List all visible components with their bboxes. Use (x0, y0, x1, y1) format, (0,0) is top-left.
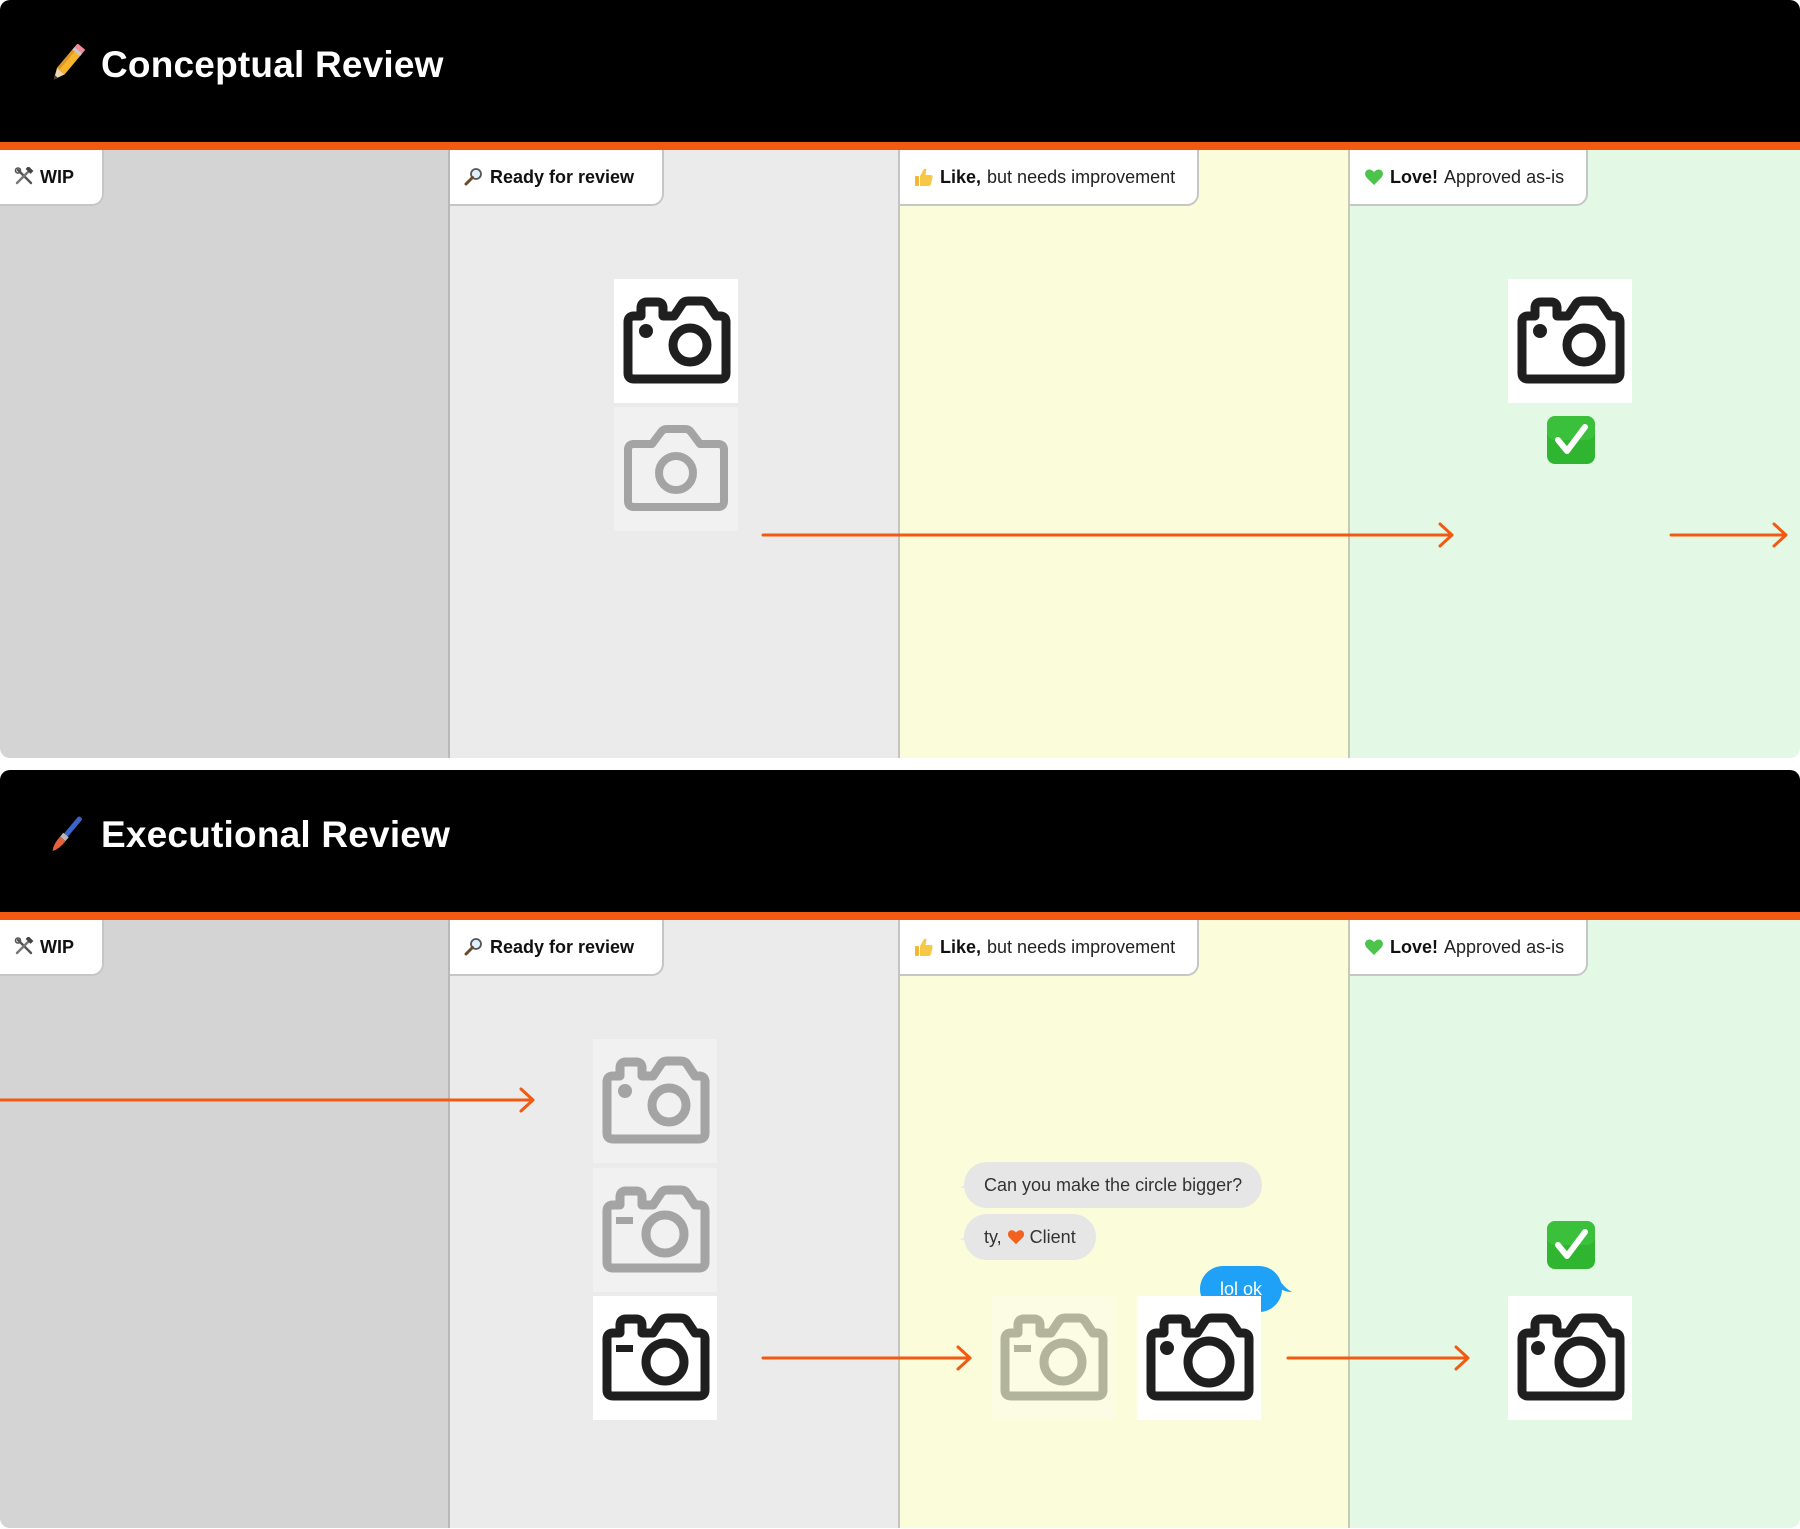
design-card-camera-faded[interactable] (614, 407, 738, 531)
lane-wip: WIP (0, 920, 450, 1528)
lane-tab-love[interactable]: Love! Approved as-is (1350, 920, 1589, 976)
lane-love-approved: Love! Approved as-is (1350, 920, 1800, 1528)
lane-tab-bold: WIP (40, 936, 74, 957)
flow-arrow (761, 1345, 972, 1371)
flow-arrow (761, 522, 1454, 548)
conceptual-review-section: Conceptual Review WIP (0, 0, 1800, 758)
flow-arrow-out (1669, 522, 1788, 548)
camera-icon (614, 407, 738, 531)
lane-tab-love[interactable]: Love! Approved as-is (1350, 150, 1589, 206)
design-card-camera-revised[interactable] (1137, 1296, 1261, 1420)
section-banner: Conceptual Review (0, 0, 1800, 142)
lane-tab-ready-for-review[interactable]: Ready for review (450, 150, 665, 206)
chat-bubble-text: Can you make the circle bigger? (984, 1174, 1243, 1195)
lane-tab-bold: Ready for review (490, 166, 635, 187)
lane-love-approved: Love! Approved as-is (1350, 150, 1800, 758)
flow-arrow (1286, 1345, 1470, 1371)
executional-review-section: Executional Review WIP (0, 770, 1800, 1528)
lane-tab-bold: Love! (1390, 166, 1439, 187)
thumbs-up-icon (915, 168, 933, 186)
flow-arrow-in (0, 1087, 535, 1113)
magnifier-icon (464, 938, 482, 956)
section-title: Executional Review (45, 814, 450, 856)
orange-heart-icon (1007, 1230, 1024, 1245)
lane-tab-ready-for-review[interactable]: Ready for review (450, 920, 665, 976)
lane-tab-rest: but needs improvement (987, 936, 1176, 957)
lane-tab-bold: Like, (940, 166, 982, 187)
green-heart-icon (1365, 169, 1383, 185)
checkmark-icon (1546, 1220, 1596, 1270)
section-title-text: Conceptual Review (101, 44, 444, 85)
lane-like-needs-improvement: Like, but needs improvement (900, 150, 1350, 758)
lane-tab-bold: Like, (940, 936, 982, 957)
hammer-wrench-icon (14, 167, 34, 185)
lane-tab-rest: Approved as-is (1444, 936, 1565, 957)
paintbrush-icon (52, 816, 82, 852)
chat-bubble-client: Can you make the circle bigger? (964, 1162, 1263, 1208)
chat-bubble-text: Client (1029, 1226, 1076, 1247)
design-card-camera-faded[interactable] (593, 1039, 717, 1163)
design-card-camera[interactable] (593, 1296, 717, 1420)
design-card-camera-approved[interactable] (1508, 1296, 1632, 1420)
camera-icon (1508, 1296, 1632, 1420)
design-card-camera-old[interactable] (991, 1296, 1115, 1420)
review-lanes: WIP Ready for review (0, 150, 1800, 758)
chat-bubble-text: lol ok (1220, 1278, 1263, 1299)
camera-icon (614, 279, 738, 403)
accent-divider (0, 142, 1800, 150)
lane-tab-bold: Love! (1390, 936, 1439, 957)
thumbs-up-icon (915, 938, 933, 956)
design-card-camera-faded[interactable] (593, 1168, 717, 1292)
accent-divider (0, 912, 1800, 920)
chat-bubble-client: ty, Client (964, 1214, 1096, 1260)
lane-tab-bold: WIP (40, 166, 74, 187)
green-heart-icon (1365, 939, 1383, 955)
pencil-icon (53, 44, 86, 80)
camera-icon (593, 1039, 717, 1163)
camera-icon (593, 1296, 717, 1420)
lane-tab-wip[interactable]: WIP (0, 920, 104, 976)
chat-bubble-text: ty, (984, 1226, 1002, 1247)
camera-icon (1508, 279, 1632, 403)
checkmark-icon (1546, 415, 1596, 465)
magnifier-icon (464, 168, 482, 186)
review-lanes: WIP Ready for review (0, 920, 1800, 1528)
camera-icon (593, 1168, 717, 1292)
lane-wip: WIP (0, 150, 450, 758)
section-banner: Executional Review (0, 770, 1800, 912)
design-card-camera-approved[interactable] (1508, 279, 1632, 403)
lane-tab-bold: Ready for review (490, 936, 635, 957)
lane-ready-for-review: Ready for review (450, 920, 900, 1528)
camera-icon (1137, 1296, 1261, 1420)
section-title-text: Executional Review (101, 814, 451, 855)
lane-tab-like[interactable]: Like, but needs improvement (900, 150, 1200, 206)
section-title: Conceptual Review (45, 44, 444, 86)
lane-tab-wip[interactable]: WIP (0, 150, 104, 206)
lane-like-needs-improvement: Like, but needs improvement Can you make… (900, 920, 1350, 1528)
lane-tab-rest: Approved as-is (1444, 166, 1565, 187)
lane-tab-like[interactable]: Like, but needs improvement (900, 920, 1200, 976)
lane-ready-for-review: Ready for review (450, 150, 900, 758)
camera-icon (991, 1296, 1115, 1420)
hammer-wrench-icon (14, 937, 34, 955)
design-card-camera[interactable] (614, 279, 738, 403)
lane-tab-rest: but needs improvement (987, 166, 1176, 187)
